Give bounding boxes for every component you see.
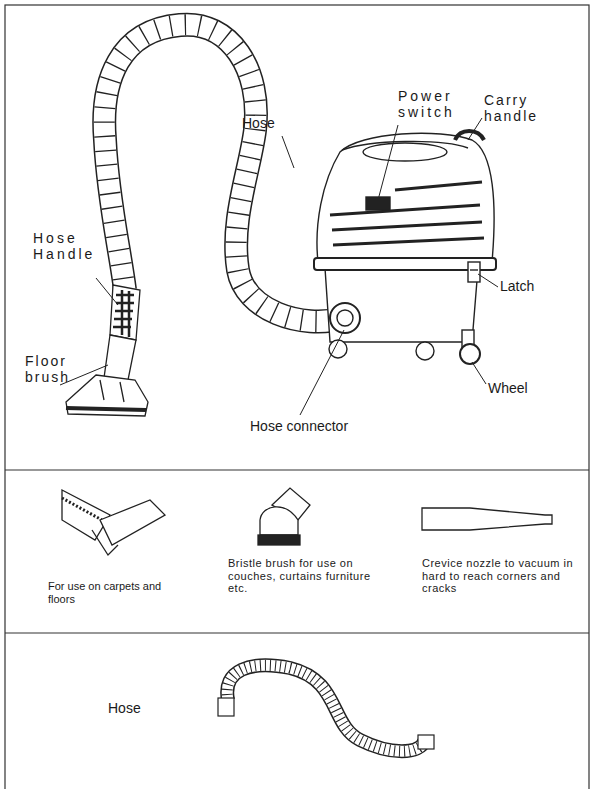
hose-ribs: [104, 25, 345, 322]
crevice-nozzle-shape: [422, 508, 552, 530]
carry-handle-shape: [455, 131, 484, 140]
panel-divider: [5, 632, 589, 633]
outer-frame: [5, 5, 589, 789]
carpet-brush-tube: [100, 500, 165, 545]
brush-detail: [100, 380, 124, 402]
hose-cuff: [418, 735, 434, 749]
part-label: Crevice nozzle to vacuum in hard to reac…: [422, 557, 577, 595]
canister-drawing: [314, 131, 496, 364]
floor-brush-drawing: [66, 285, 148, 416]
part-label: Floor brush: [25, 353, 87, 385]
part-label: Hose: [108, 700, 168, 716]
head-vents: [330, 182, 484, 245]
part-label: Latch: [500, 278, 560, 294]
spare-hose-fill: [227, 665, 425, 751]
carpet-brush-neck: [92, 530, 118, 555]
leader-line: [96, 278, 118, 305]
hose-drawing: [104, 25, 345, 322]
spare-hose-ribs: [227, 665, 425, 751]
bristle-brush-body: [260, 507, 298, 535]
hose-fill: [104, 25, 345, 322]
hose-cuff: [218, 698, 234, 716]
part-label: Wheel: [488, 380, 548, 396]
spare-hose-outline: [227, 665, 425, 751]
leader-line: [300, 330, 344, 415]
wheel-shape: [416, 342, 434, 360]
carpet-brush-bristles: [62, 498, 102, 520]
brush-neck: [104, 335, 136, 380]
carpet-brush-head: [62, 490, 110, 540]
wheel-shape: [329, 340, 347, 358]
latch-detail: [470, 269, 478, 270]
latch-shape: [468, 262, 480, 282]
leader-line: [282, 136, 294, 168]
leader-lines: [60, 118, 498, 415]
accessory-drawings: [62, 488, 552, 555]
canister-head: [317, 133, 494, 262]
leader-line: [472, 362, 486, 384]
part-label: Carry handle: [484, 92, 556, 124]
panel-frames: [5, 5, 589, 789]
wheel-shape: [460, 344, 480, 364]
part-label: Hose: [242, 115, 292, 131]
part-label: Bristle brush for use on couches, curtai…: [228, 557, 378, 595]
part-label: Power switch: [398, 88, 468, 120]
bristle-brush-bristles: [258, 535, 300, 545]
brush-head: [66, 375, 148, 416]
leader-line: [478, 274, 498, 287]
handle-grip: [113, 290, 134, 337]
panel-divider: [5, 469, 589, 470]
leader-line: [468, 118, 482, 140]
canister-bin: [325, 268, 478, 342]
part-label: Hose connector: [250, 418, 380, 434]
hose-handle-shape: [110, 285, 140, 340]
spare-hose-drawing: [218, 665, 434, 751]
hose-connector-inner: [337, 310, 353, 326]
part-label: For use on carpets and floors: [48, 580, 183, 605]
leader-line: [378, 125, 398, 200]
hose-connector-shape: [330, 303, 360, 333]
hose-outline: [104, 25, 345, 322]
head-lid: [363, 143, 447, 161]
part-label: Hose Handle: [33, 230, 123, 262]
brush-strip: [66, 408, 146, 410]
